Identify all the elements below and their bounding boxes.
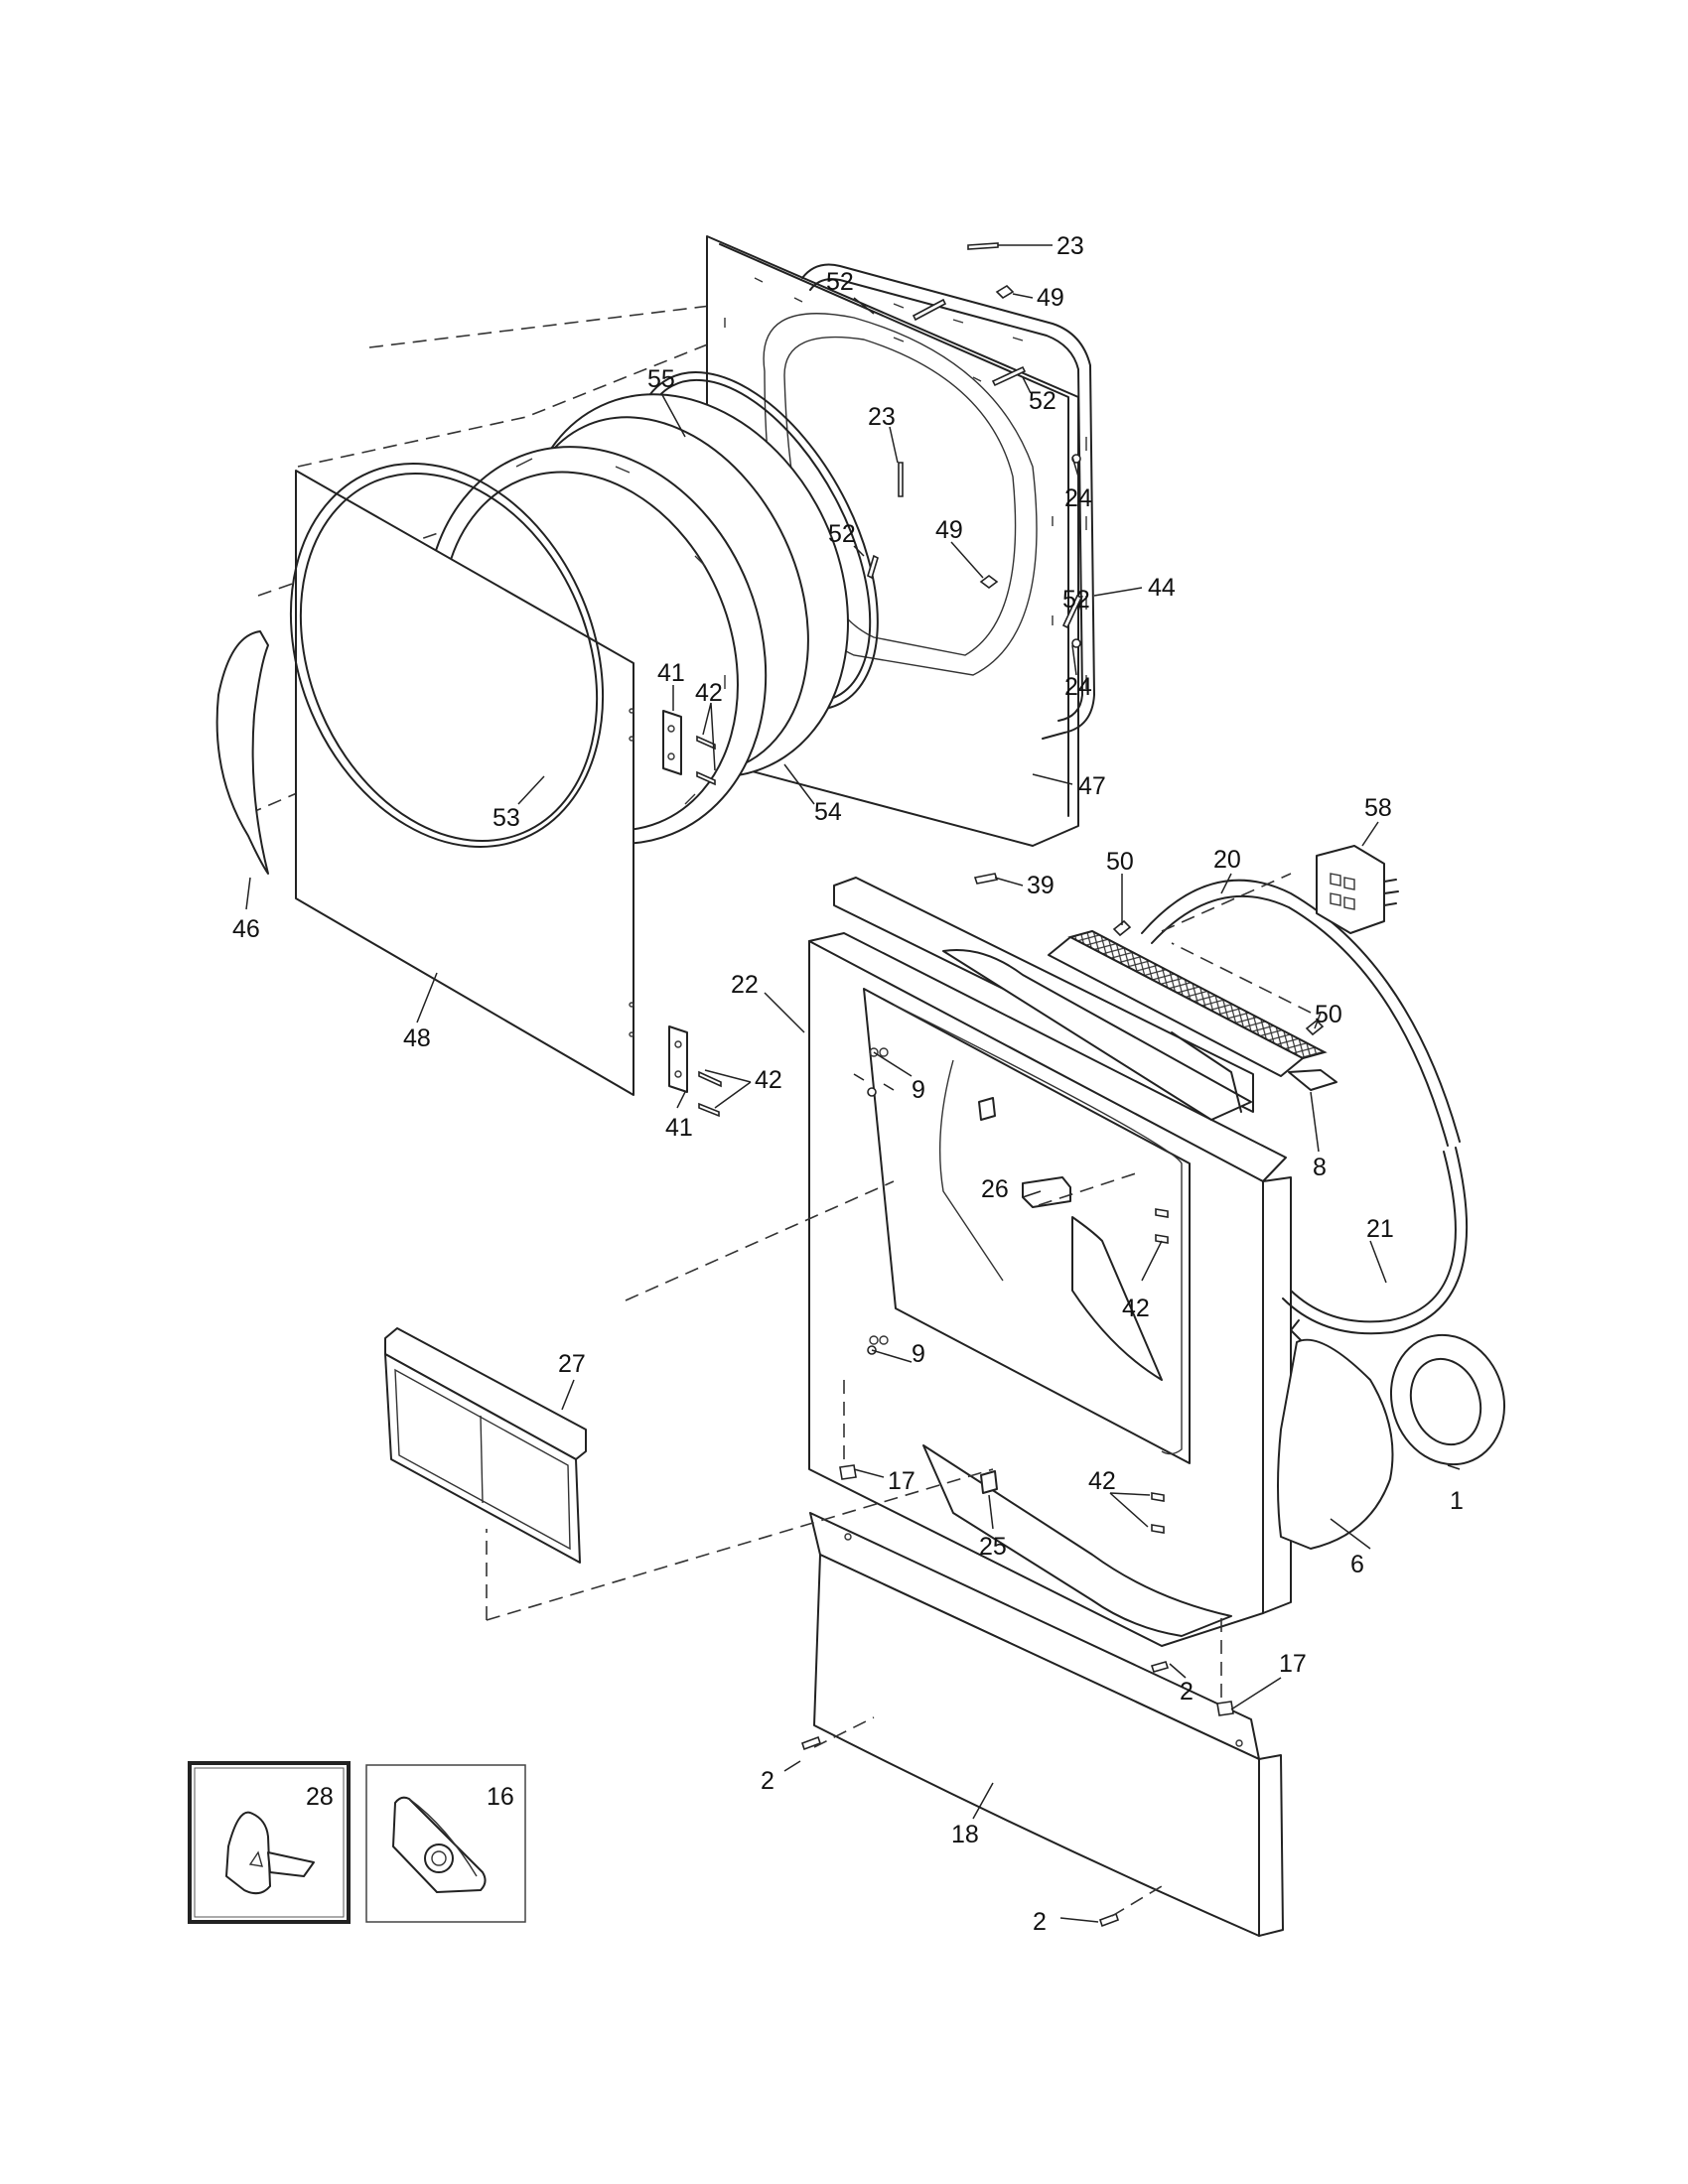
blower-seal-21 [1282, 1147, 1468, 1335]
callout-58: 58 [1364, 794, 1392, 822]
callout-52: 52 [1029, 387, 1056, 415]
clip-25 [980, 1470, 998, 1494]
callout-52: 52 [1062, 586, 1090, 614]
callout-42: 42 [755, 1066, 782, 1094]
callout-2: 2 [761, 1767, 774, 1795]
inset-box-28: 28 [188, 1761, 351, 1924]
callout-52: 52 [828, 520, 856, 548]
lint-duct [922, 1216, 1232, 1637]
terminal-block-58 [1316, 845, 1399, 934]
callout-1: 1 [1450, 1487, 1464, 1515]
callout-44: 44 [1148, 574, 1176, 602]
hinge-41-lower [668, 1025, 722, 1118]
lint-filter-27 [384, 1327, 587, 1564]
callout-41: 41 [665, 1114, 693, 1142]
callout-49: 49 [1037, 284, 1064, 312]
inset-box-16: 16 [365, 1764, 526, 1923]
callout-42: 42 [1088, 1467, 1116, 1495]
hinge-41-upper [662, 710, 716, 786]
inset-label-16: 16 [487, 1783, 514, 1811]
leader-lines [245, 244, 1461, 1923]
blower-ring-1 [1389, 1333, 1506, 1466]
assembly-lines-lower [486, 873, 1312, 1917]
callout-54: 54 [814, 798, 842, 826]
callout-9: 9 [912, 1340, 925, 1368]
blower-housing-6 [1277, 1319, 1394, 1550]
callout-22: 22 [731, 971, 759, 999]
callout-50: 50 [1315, 1001, 1342, 1028]
blower-seal-20 [1141, 879, 1461, 1147]
callout-53: 53 [492, 804, 520, 832]
callout-2: 2 [1033, 1908, 1047, 1936]
callout-23: 23 [868, 403, 896, 431]
lint-screen-8 [1048, 929, 1337, 1091]
front-panel-48 [289, 463, 634, 1096]
callout-17: 17 [1279, 1650, 1307, 1678]
callout-21: 21 [1366, 1215, 1394, 1243]
callout-17: 17 [888, 1467, 915, 1495]
callout-9: 9 [912, 1076, 925, 1104]
door-handle-46 [215, 630, 269, 875]
callout-26: 26 [981, 1175, 1009, 1203]
screws-lower [800, 873, 1325, 1928]
callout-50: 50 [1106, 848, 1134, 876]
callout-52: 52 [826, 268, 854, 296]
callout-2: 2 [1180, 1678, 1194, 1706]
callout-24: 24 [1064, 673, 1092, 701]
callout-55: 55 [647, 365, 675, 393]
top-brace [942, 949, 1252, 1121]
callout-18: 18 [951, 1821, 979, 1848]
callout-23: 23 [1056, 232, 1084, 260]
callout-6: 6 [1350, 1551, 1364, 1578]
callout-20: 20 [1213, 846, 1241, 874]
callout-47: 47 [1078, 772, 1106, 800]
callout-41: 41 [657, 659, 685, 687]
callout-46: 46 [232, 915, 260, 943]
callout-42: 42 [695, 679, 723, 707]
callout-25: 25 [979, 1533, 1007, 1561]
frame-44 [801, 263, 1095, 740]
screws-upper [867, 242, 1083, 648]
callout-27: 27 [558, 1350, 586, 1378]
callout-42: 42 [1122, 1295, 1150, 1322]
callout-48: 48 [403, 1024, 431, 1052]
callout-24: 24 [1064, 484, 1092, 512]
callout-8: 8 [1313, 1154, 1327, 1181]
kickplate-18 [809, 1512, 1284, 1937]
callout-labels: 23 52 49 55 52 23 24 52 49 52 44 24 41 4… [232, 232, 1464, 1936]
callout-39: 39 [1027, 872, 1055, 899]
callout-49: 49 [935, 516, 963, 544]
inset-label-28: 28 [306, 1783, 334, 1811]
clip-top [978, 1097, 996, 1121]
